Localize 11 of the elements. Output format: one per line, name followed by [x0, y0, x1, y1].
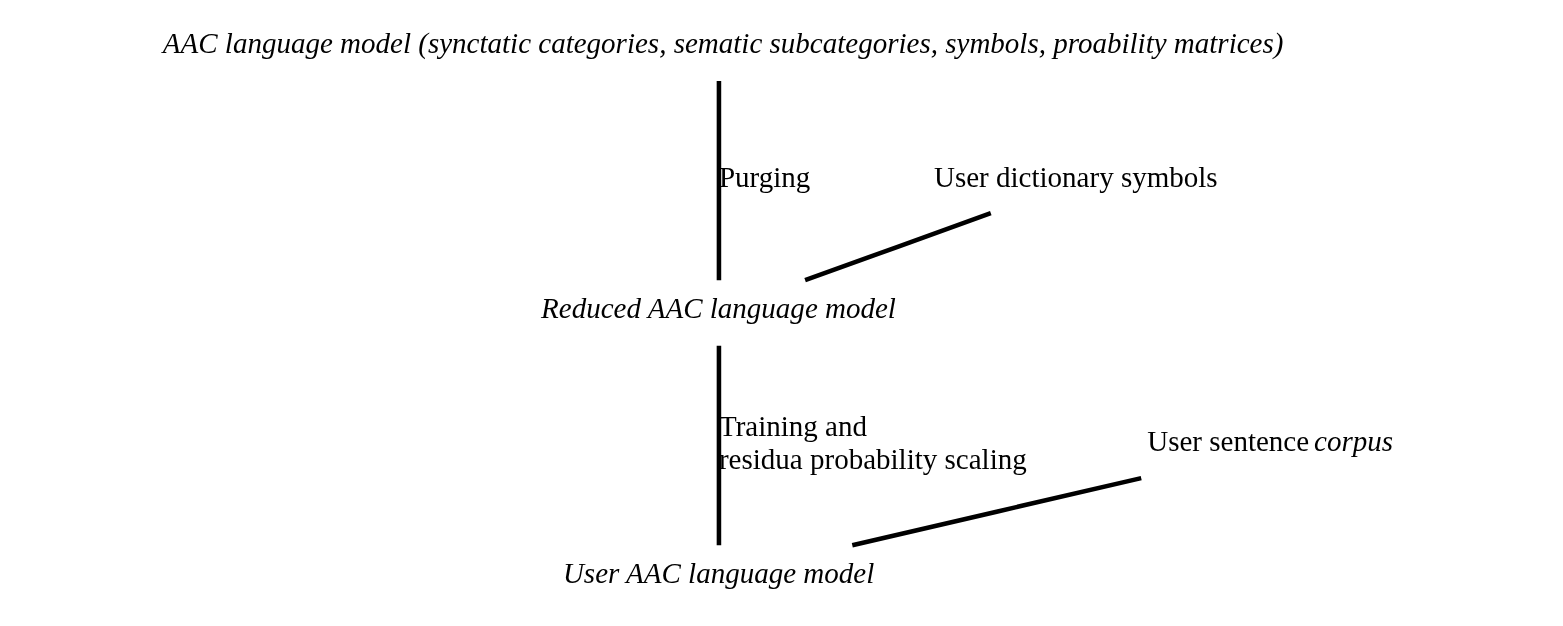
- connector: [716, 80, 721, 281]
- edge-label: Purging: [718, 161, 810, 194]
- connector: [851, 475, 1142, 548]
- node-text: User dictionary symbols: [933, 161, 1218, 194]
- node-text: AAC language model (synctatic categories, sematic subcategories, symbols, proability matrices): [162, 27, 1283, 60]
- edge-label: Training and residua probability scaling: [718, 410, 1027, 475]
- node-text: User sentence corpus: [1146, 424, 1393, 457]
- node-text: User AAC language model: [562, 557, 874, 590]
- node-text: Reduced AAC language model: [540, 292, 896, 325]
- connector: [803, 211, 992, 283]
- connector: [716, 345, 721, 546]
